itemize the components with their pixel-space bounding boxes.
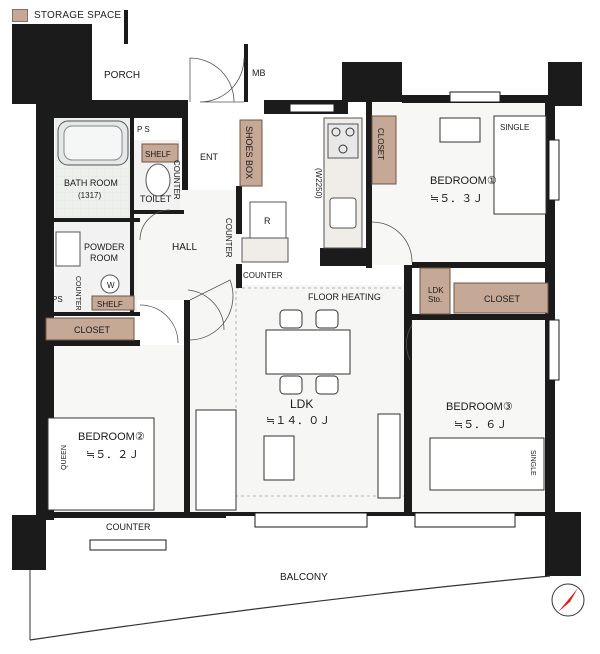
label-bedroom3: BEDROOM③: [446, 401, 513, 413]
label-bedroom1-size: ≒５．３Ｊ: [430, 193, 483, 205]
label-bath: BATH ROOM: [64, 178, 118, 188]
ldk-storage: [419, 267, 451, 315]
burner-icon: [331, 127, 341, 137]
bed-bedroom3: [429, 437, 545, 491]
storage-space-swatch: [12, 9, 28, 22]
label-bedroom2: BEDROOM②: [78, 431, 145, 443]
washer-machine: [100, 274, 120, 294]
label-mb: MB: [252, 68, 266, 78]
kitchen-sink: [329, 197, 357, 229]
label-shoes-box: SHOES BOX: [244, 126, 254, 179]
label-counter-powder: COUNTER: [74, 276, 81, 311]
legend: STORAGE SPACE: [12, 9, 121, 22]
label-closet-left: CLOSET: [74, 325, 111, 335]
toilet-fixture: [145, 163, 171, 197]
label-bath-size: (1317): [78, 191, 101, 200]
label-ps-top: P S: [137, 125, 150, 134]
counter-center: [241, 237, 289, 263]
label-hall: HALL: [172, 242, 197, 253]
label-counter-bottom: COUNTER: [106, 522, 151, 532]
sofa: [195, 409, 237, 511]
balcony-curve: [29, 575, 551, 641]
label-ldk-sto2: Sto.: [428, 295, 442, 304]
walls: [12, 10, 582, 576]
desk-bedroom1: [439, 117, 481, 143]
label-powder: POWDER: [84, 242, 125, 252]
coffee-table: [263, 435, 295, 481]
label-ps-left: PS: [52, 295, 63, 304]
shoes-box: [239, 119, 263, 187]
label-shelf-top: SHELF: [145, 150, 171, 159]
shelf-powder: [91, 295, 135, 311]
label-closet-b3: CLOSET: [484, 294, 521, 304]
label-ps-kitchen: PS: [348, 253, 359, 262]
label-bedroom1: BEDROOM①: [430, 175, 497, 187]
label-bedroom3-size: ≒５．６Ｊ: [454, 419, 507, 431]
label-fridge: R: [264, 216, 271, 226]
bathtub-inner: [63, 125, 123, 161]
label-single1: SINGLE: [500, 123, 529, 132]
floor-heating-zone: [235, 287, 407, 497]
windows: [89, 91, 560, 551]
label-single3: SINGLE: [529, 450, 536, 476]
label-ent: ENT: [200, 152, 219, 162]
north-arrow-icon: [558, 588, 578, 612]
label-porch: PORCH: [104, 70, 140, 81]
legend-label: STORAGE SPACE: [34, 10, 122, 21]
closet-bedroom1: [371, 115, 397, 185]
dining-chairs: [279, 309, 339, 395]
label-kitchen-width: (W2250): [314, 168, 323, 199]
label-toilet: TOILET: [140, 194, 172, 204]
label-balcony: BALCONY: [280, 572, 328, 583]
label-ldk-size: ≒１４．０Ｊ: [266, 415, 330, 427]
washbasin: [55, 231, 81, 267]
label-closet-b1: CLOSET: [376, 128, 385, 160]
label-powder2: ROOM: [90, 253, 118, 263]
label-queen: QUEEN: [61, 445, 68, 470]
bed-bedroom1: [493, 115, 547, 215]
label-shelf-powder: SHELF: [97, 300, 123, 309]
label-counter-toilet: COUNTER: [172, 160, 181, 200]
door-swings: [139, 57, 413, 361]
label-ldk: LDK: [290, 397, 313, 411]
dining-table: [265, 329, 351, 375]
porch-floor: [92, 42, 247, 102]
label-counter-center: COUNTER: [243, 271, 283, 280]
burner-icon: [345, 127, 355, 137]
label-floor-heating: FLOOR HEATING: [308, 292, 381, 302]
closet-left: [45, 317, 135, 341]
label-washer: W: [107, 281, 115, 290]
burner-icon: [338, 144, 348, 154]
closet-bedroom3: [453, 282, 549, 314]
label-counter-hall: COUNTER: [224, 218, 233, 258]
label-bedroom2-size: ≒５．２Ｊ: [86, 449, 139, 461]
tv-stand: [377, 413, 401, 499]
shelf-top: [141, 143, 179, 163]
label-ldk-sto: LDK: [428, 286, 444, 295]
bed-bedroom2: [47, 417, 155, 511]
